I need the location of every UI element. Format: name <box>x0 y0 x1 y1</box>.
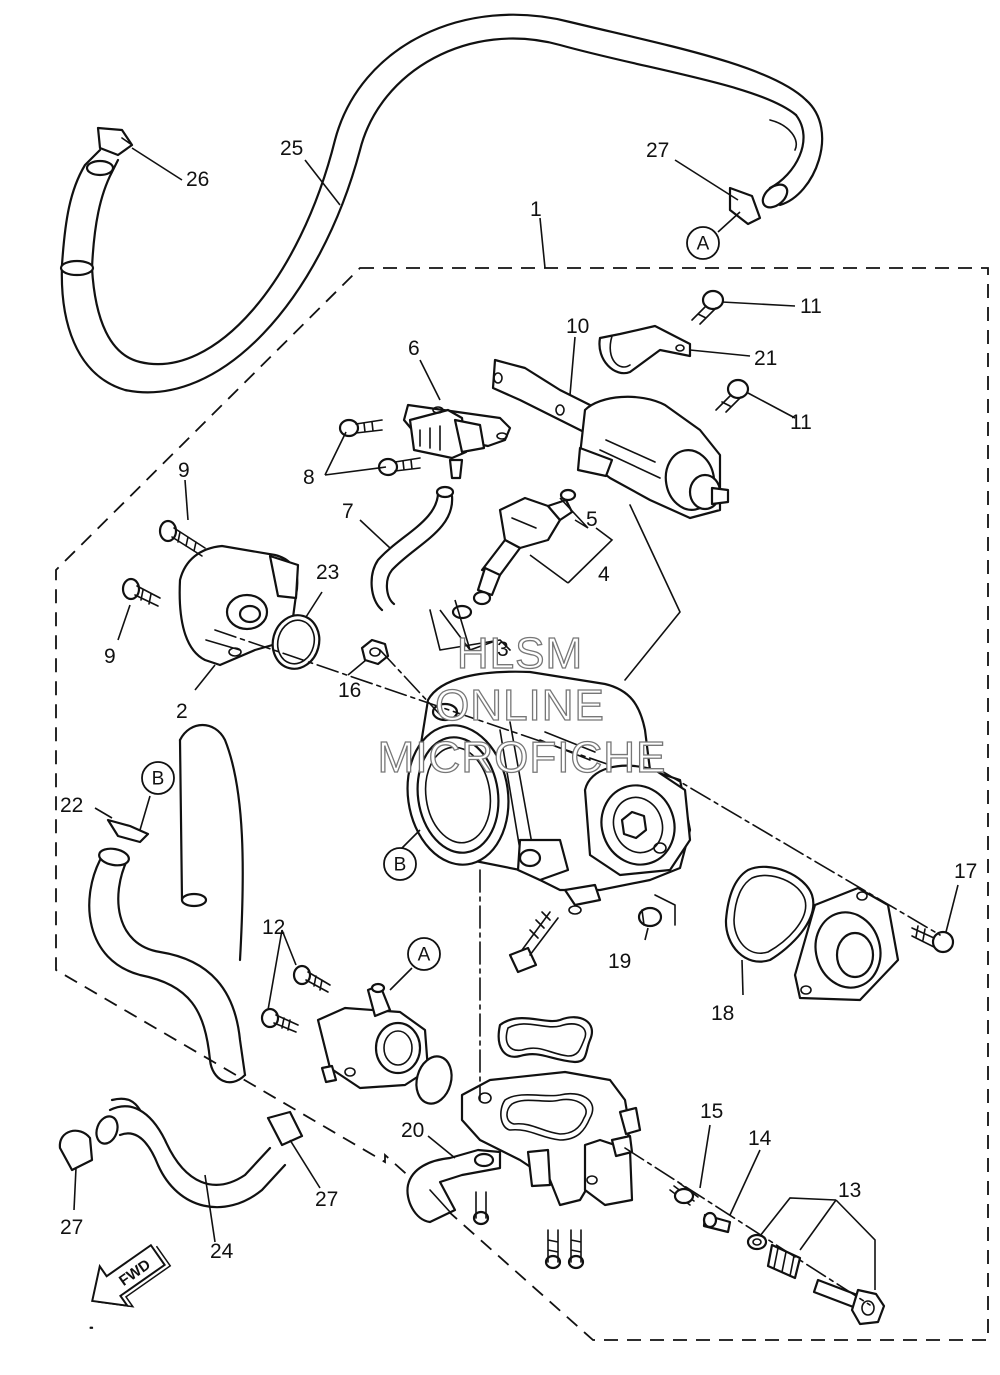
label-17: 17 <box>954 860 977 883</box>
label-27-top: 27 <box>646 139 669 162</box>
label-5: 5 <box>586 508 598 531</box>
svg-text:A: A <box>697 234 710 255</box>
throttle-body <box>406 670 692 907</box>
label-6: 6 <box>408 337 420 360</box>
body-bolt <box>508 911 559 974</box>
label-9-lower: 9 <box>104 645 116 668</box>
label-26: 26 <box>186 168 209 191</box>
bracket-20 <box>406 1148 502 1224</box>
connector-6 <box>402 403 512 460</box>
screw-11-lower <box>715 378 750 413</box>
clip-27-bottom <box>266 1110 304 1147</box>
svg-text:-: - <box>90 1323 93 1332</box>
o-ring-a <box>415 1055 453 1105</box>
screw-9-lower <box>121 577 161 607</box>
label-21: 21 <box>754 347 777 370</box>
base-plate <box>460 1070 642 1207</box>
plunger-14 <box>702 1211 732 1234</box>
label-18: 18 <box>711 1002 734 1025</box>
o-ring-small <box>568 905 582 915</box>
gasket-18 <box>724 865 815 963</box>
label-2: 2 <box>176 700 188 723</box>
o-ring-23 <box>271 614 321 670</box>
clip-27-left <box>58 1129 94 1172</box>
label-20: 20 <box>401 1119 424 1142</box>
label-14: 14 <box>748 1127 772 1150</box>
label-22: 22 <box>60 794 83 817</box>
label-10: 10 <box>566 315 589 338</box>
clip-22 <box>106 818 150 844</box>
label-13: 13 <box>838 1179 861 1202</box>
o-ring-5 <box>559 488 577 502</box>
svg-text:B: B <box>394 855 407 876</box>
callout-b-body: B <box>383 847 417 881</box>
label-25: 25 <box>280 137 303 160</box>
screw-12-lower <box>260 1007 299 1033</box>
callout-circles: A A B B <box>141 226 720 971</box>
cover-17 <box>793 886 900 1002</box>
hose-24 <box>95 1097 287 1209</box>
label-24: 24 <box>210 1240 234 1263</box>
label-8: 8 <box>303 466 315 489</box>
label-15: 15 <box>700 1100 723 1123</box>
screw-12-upper <box>292 964 331 993</box>
label-16: 16 <box>338 679 361 702</box>
clip-26 <box>96 126 134 157</box>
plate-screws <box>472 1191 585 1270</box>
watermark-line-1: HLSM <box>457 629 583 678</box>
hose-25 <box>59 13 824 394</box>
fwd-arrow: FWD <box>91 1243 172 1308</box>
label-27-bottom: 27 <box>315 1188 338 1211</box>
callout-a-lower: A <box>407 937 441 971</box>
svg-text:A: A <box>418 945 431 966</box>
watermark-line-3: MICROFICHE <box>378 733 667 782</box>
label-11-upper: 11 <box>800 295 822 318</box>
label-9-upper: 9 <box>178 459 190 482</box>
hose-7 <box>370 458 464 612</box>
clip-27-top <box>728 186 762 226</box>
label-23: 23 <box>316 561 339 584</box>
callout-a-top: A <box>686 226 720 260</box>
label-3: 3 <box>497 638 509 661</box>
label-4: 4 <box>598 563 610 586</box>
fitting-a <box>316 982 430 1090</box>
gasket-upper <box>497 1016 593 1064</box>
injector-4 <box>472 496 574 606</box>
o-ring-3 <box>451 604 473 620</box>
idle-control-unit <box>576 395 730 520</box>
cap-19 <box>637 906 663 928</box>
label-7: 7 <box>342 500 354 523</box>
bracket-21 <box>598 324 692 375</box>
part-number-labels: 1 2 3 4 5 6 7 8 9 9 10 11 11 12 13 14 15… <box>60 137 977 1263</box>
screw-8-upper <box>338 418 383 438</box>
label-12: 12 <box>262 916 285 939</box>
screw-9-upper <box>158 519 206 557</box>
callout-b-left: B <box>141 761 175 795</box>
sensor-2 <box>178 544 300 667</box>
screw-11-upper <box>691 289 725 325</box>
label-11-lower: 11 <box>790 411 812 434</box>
watermark-line-2: ONLINE <box>435 681 605 730</box>
spring-15 <box>669 1181 699 1206</box>
label-27-left: 27 <box>60 1216 83 1239</box>
assembly-boundary <box>55 267 989 1341</box>
label-1: 1 <box>530 198 542 221</box>
set-13 <box>746 1233 886 1326</box>
watermark: HLSM ONLINE MICROFICHE <box>377 628 667 782</box>
leader-lines <box>73 147 959 1306</box>
hose-22-b <box>88 724 247 1084</box>
label-19: 19 <box>608 950 631 973</box>
svg-text:B: B <box>152 769 165 790</box>
screw-8-lower <box>377 457 421 477</box>
screw-17 <box>911 925 955 954</box>
